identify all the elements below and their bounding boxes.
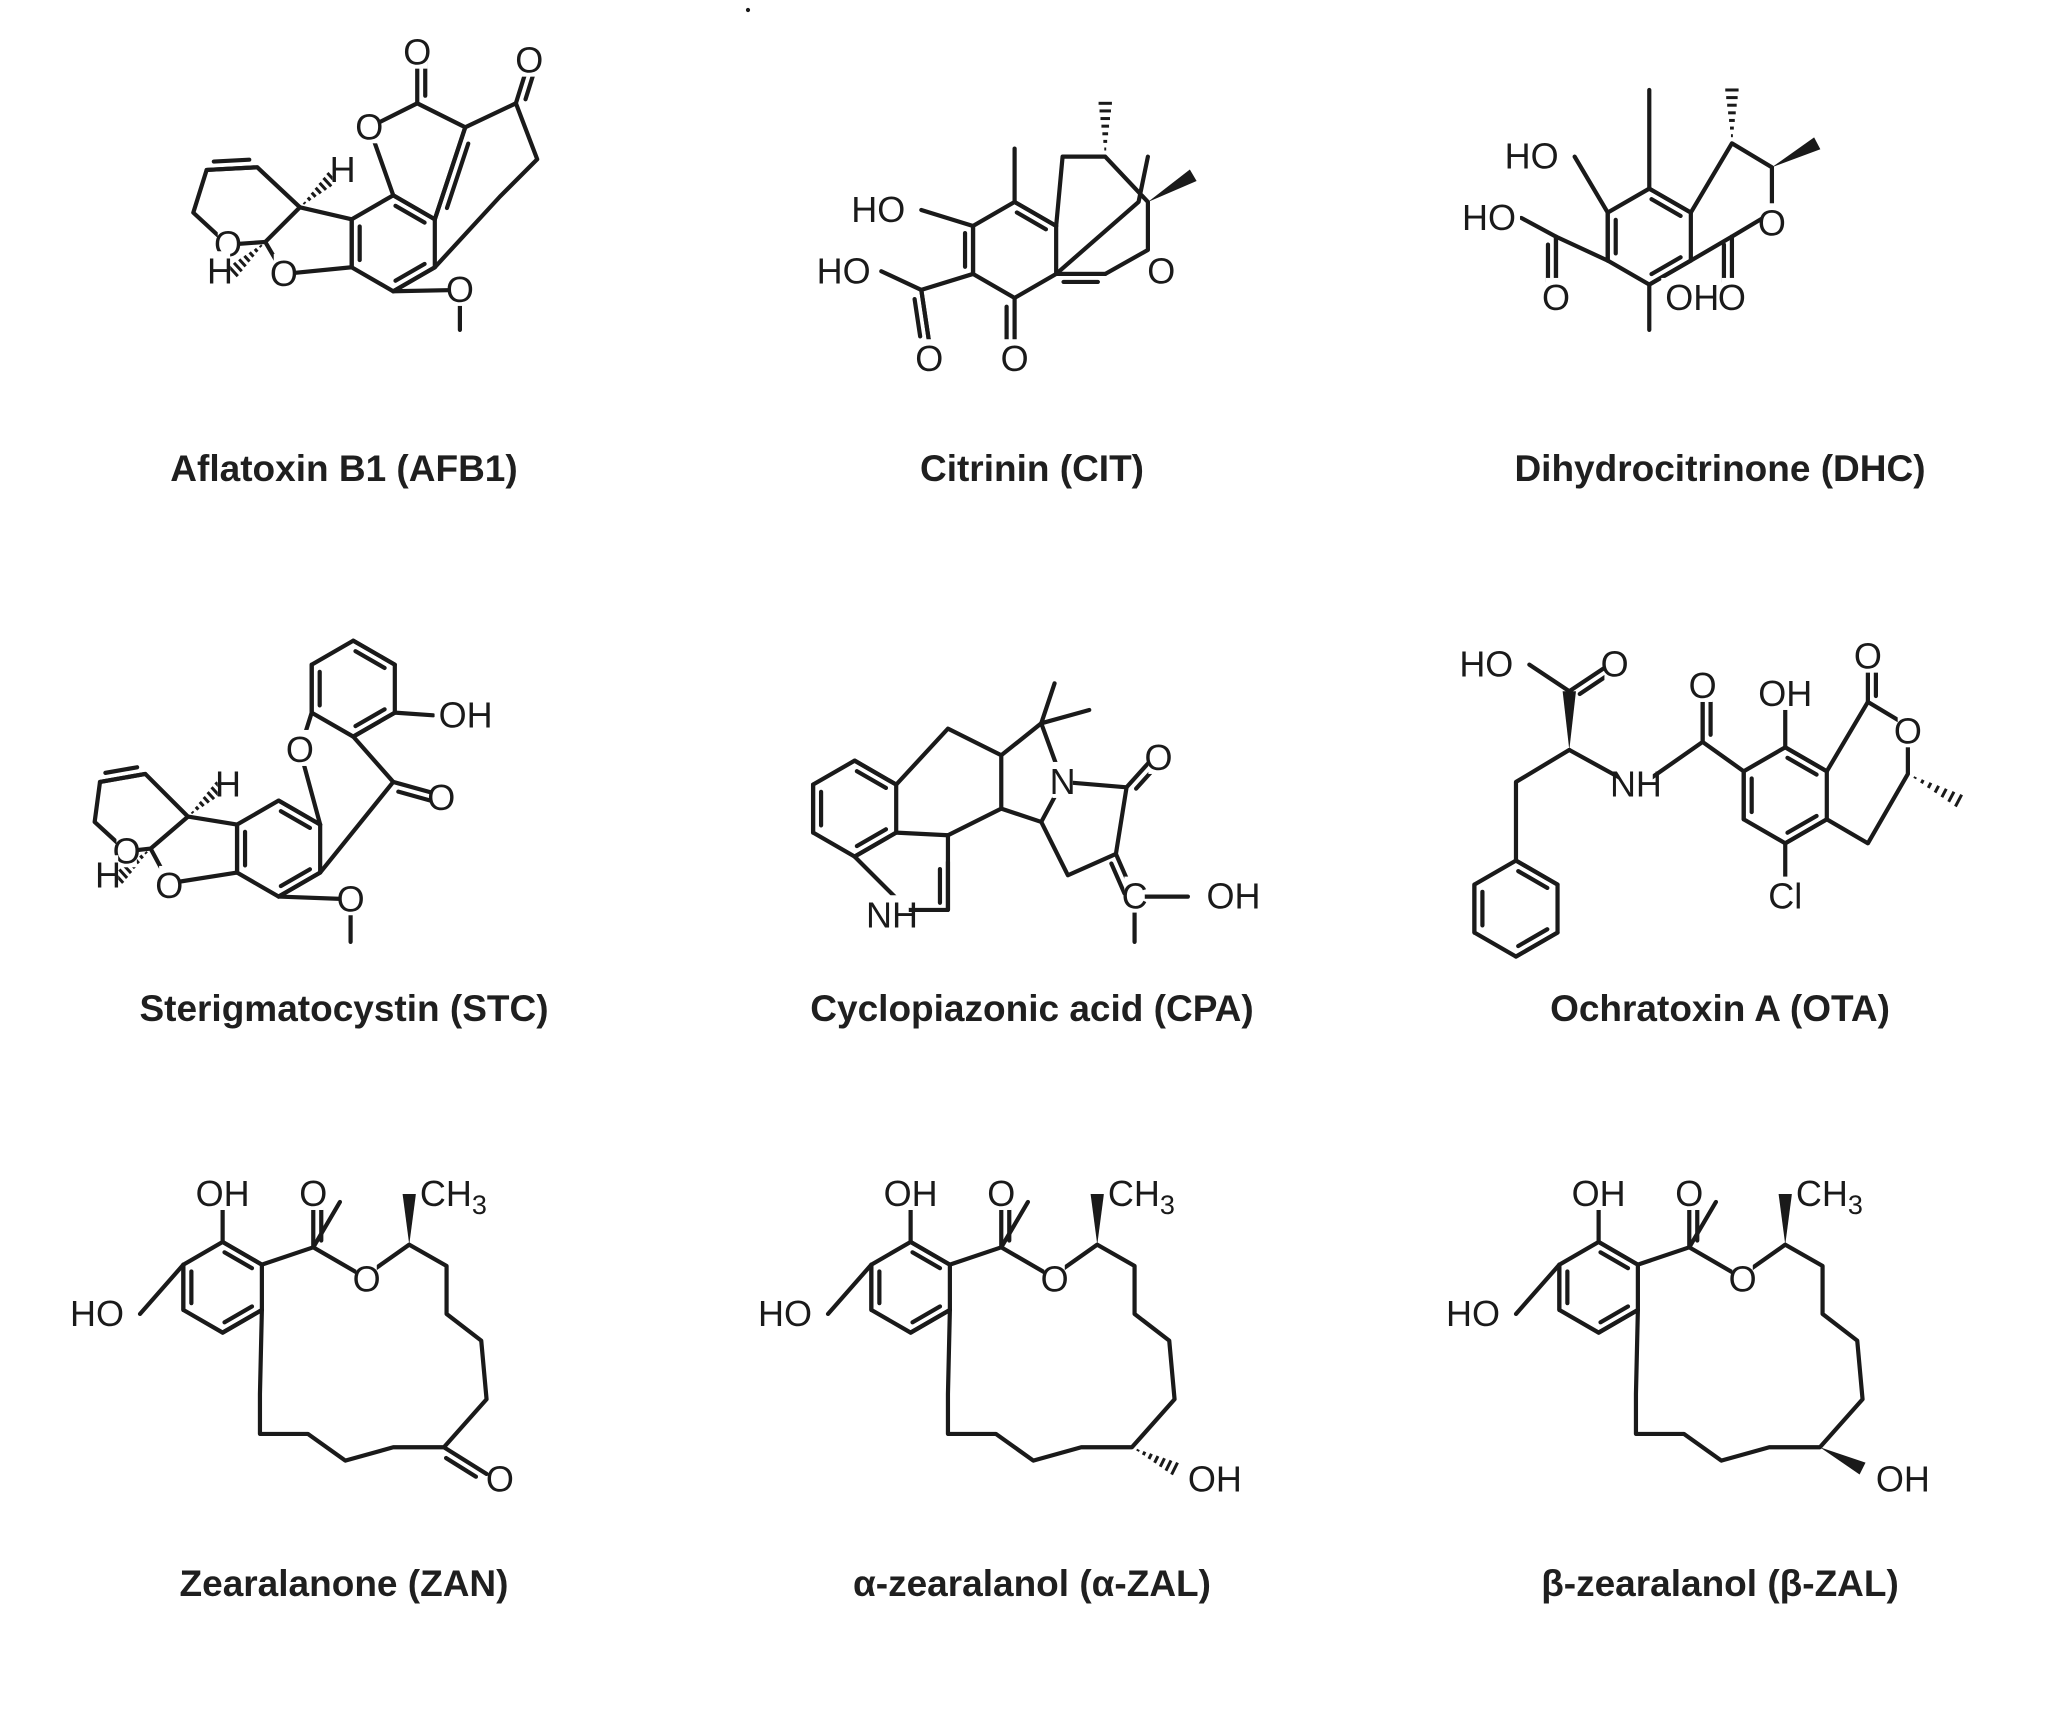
atom-label-ho: HO — [1446, 1293, 1500, 1334]
atom-label-nh: NH — [866, 894, 918, 935]
molecule-cpa: N O NH C OH Cyclopiazonic acid (CPA) — [688, 572, 1376, 1144]
atom-label-o: O — [403, 32, 431, 73]
atom-label-h: H — [95, 854, 121, 895]
atom-label-oh: OH — [439, 694, 493, 735]
atom-label-o: O — [1041, 1258, 1069, 1299]
atom-label-o: O — [1542, 277, 1570, 318]
atom-label-cl: Cl — [1768, 876, 1802, 917]
atom-label-ch3: CH3 — [1796, 1173, 1863, 1220]
atom-label-h: H — [207, 250, 233, 291]
atom-label-o: O — [286, 729, 314, 770]
atom-label-o: O — [1147, 250, 1175, 291]
caption-afb1: Aflatoxin B1 (AFB1) — [170, 448, 518, 489]
atom-label-o: O — [1675, 1173, 1703, 1214]
atom-label-c: C — [1122, 876, 1148, 917]
atom-label-ho: HO — [758, 1293, 812, 1334]
atom-label-ch3: CH3 — [420, 1173, 487, 1220]
atom-label-oh: OH — [196, 1173, 250, 1214]
atom-label-o: O — [1729, 1258, 1757, 1299]
atom-label-oh: OH — [1758, 673, 1812, 714]
atom-label-o: O — [1854, 636, 1882, 677]
atom-label-oh: OH — [1188, 1458, 1242, 1499]
caption-ota: Ochratoxin A (OTA) — [1550, 988, 1890, 1029]
atom-label-ho: HO — [1459, 644, 1513, 685]
atom-label-nh: NH — [1610, 764, 1662, 805]
atom-label-ho: HO — [1505, 136, 1559, 177]
atom-label-o: O — [1001, 338, 1029, 379]
atom-label-o: O — [427, 777, 455, 818]
atom-label-h: H — [330, 149, 356, 190]
atom-label-ho: HO — [817, 250, 871, 291]
atom-label-ch3: CH3 — [1108, 1173, 1175, 1220]
atom-label-oh: OH — [1572, 1173, 1626, 1214]
atom-label-o: O — [1894, 710, 1922, 751]
atom-label-ho: HO — [1462, 197, 1516, 238]
atom-label-h: H — [215, 764, 241, 805]
atom-label-o: O — [1758, 202, 1786, 243]
caption-cit: Citrinin (CIT) — [919, 448, 1144, 489]
atom-label-o: O — [270, 253, 298, 294]
atom-label-o: O — [1689, 665, 1717, 706]
caption-azal: α-zearalanol (α-ZAL) — [853, 1563, 1211, 1604]
atom-label-o: O — [1718, 277, 1746, 318]
atom-label-o: O — [355, 106, 383, 147]
atom-label-ho: HO — [851, 189, 905, 230]
atom-label-o: O — [486, 1458, 514, 1499]
atom-label-o: O — [915, 338, 943, 379]
atom-label-oh: OH — [884, 1173, 938, 1214]
atom-label-oh: OH — [1207, 876, 1261, 917]
atom-label-o: O — [1601, 644, 1629, 685]
atom-label-o: O — [155, 865, 183, 906]
atom-label-o: O — [515, 40, 543, 81]
structure-cit: HO HO O O O — [745, 7, 1197, 379]
atom-label-o: O — [337, 878, 365, 919]
caption-dhc: Dihydrocitrinone (DHC) — [1514, 448, 1926, 489]
atom-label-o: O — [446, 269, 474, 310]
structure-cpa: N O NH C OH — [810, 681, 1261, 945]
atom-label-o: O — [299, 1173, 327, 1214]
caption-bzal: β-zearalanol (β-ZAL) — [1541, 1563, 1899, 1604]
caption-cpa: Cyclopiazonic acid (CPA) — [810, 988, 1254, 1029]
caption-zan: Zearalanone (ZAN) — [179, 1563, 509, 1604]
atom-label-n: N — [1050, 761, 1076, 802]
atom-label-o: O — [1145, 737, 1173, 778]
atom-label-oh: OH — [1876, 1458, 1930, 1499]
atom-label-ho: HO — [70, 1293, 124, 1334]
molecule-cit: HO HO O O O Citrinin (CIT) — [688, 0, 1376, 572]
atom-label-o: O — [987, 1173, 1015, 1214]
caption-stc: Sterigmatocystin (STC) — [139, 988, 549, 1029]
atom-label-o: O — [353, 1258, 381, 1299]
atom-label-oh: OH — [1665, 277, 1719, 318]
